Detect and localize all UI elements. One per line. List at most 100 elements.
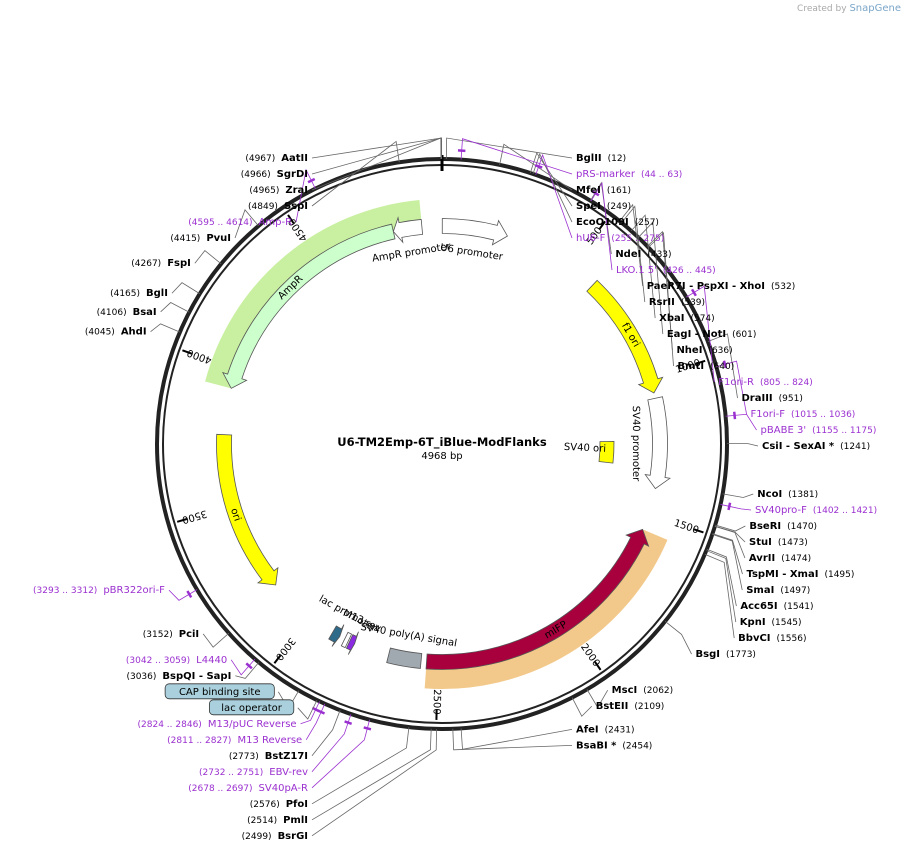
feature-sv40-promoter[interactable]	[644, 396, 671, 490]
primer-label-prs-marker[interactable]: pRS-marker(44 .. 63)	[576, 169, 682, 180]
label-position: (3042 .. 3059)	[126, 656, 190, 666]
primer-label-ebv-rev[interactable]: (2732 .. 2751)EBV-rev	[199, 767, 308, 778]
leader-line-ahdi	[150, 323, 181, 333]
site-label-bsabi[interactable]: BsaBI *(2454)	[576, 740, 652, 751]
site-label-zrai[interactable]: (4965)ZraI	[249, 185, 308, 196]
leader-line-spei	[529, 152, 573, 207]
primer-label-m13-puc-reverse[interactable]: (2824 .. 2846)M13/pUC Reverse	[138, 719, 297, 730]
site-label-mfei[interactable]: MfeI(161)	[576, 185, 631, 196]
site-label-tspmi-xmai[interactable]: TspMI - XmaI (1495)	[746, 569, 854, 580]
primer-label-pbabe-3[interactable]: pBABE 3'(1155 .. 1175)	[761, 425, 877, 436]
leader-line-bmti	[648, 232, 674, 367]
label-position: (1473)	[778, 538, 808, 548]
leader-line-ecoo109i	[532, 152, 573, 223]
feature-ori[interactable]	[216, 433, 279, 586]
site-label-bspqi-sapi[interactable]: (3036)BspQI - SapI	[126, 671, 231, 682]
site-label-avrii[interactable]: AvrII(1474)	[749, 553, 811, 564]
feature-m13-rev[interactable]	[345, 631, 359, 655]
primer-label-hu6-f[interactable]: hU6-F(255 .. 275)	[576, 233, 664, 244]
leader-line-acc65i	[706, 548, 737, 607]
site-label-bmti[interactable]: BmtI(640)	[678, 361, 735, 372]
site-label-smai[interactable]: SmaI(1497)	[746, 585, 810, 596]
site-label-bsgi[interactable]: BsgI(1773)	[696, 649, 756, 660]
primer-label-lko-1-5[interactable]: LKO.1 5'(426 .. 445)	[616, 265, 716, 276]
label-position: (2678 .. 2697)	[188, 784, 252, 794]
feature-ampr[interactable]	[222, 223, 396, 389]
site-label-ahdi[interactable]: (4045)AhdI	[85, 327, 147, 338]
leader-line-f1ori-r	[686, 285, 715, 383]
feature-sv40-ori[interactable]	[598, 440, 615, 464]
leader-line-fspi	[194, 250, 222, 265]
label-position: (1545)	[772, 618, 802, 628]
site-label-pfoi[interactable]: (2576)PfoI	[250, 799, 308, 810]
feature-lac-operator[interactable]	[340, 631, 353, 649]
site-label-pmli[interactable]: (2514)PmlI	[247, 815, 308, 826]
primer-label-sv40pro-f[interactable]: SV40pro-F(1402 .. 1421)	[755, 505, 877, 516]
site-label-aatii[interactable]: (4967)AatII	[245, 153, 308, 164]
boxed-label-cap-binding-site[interactable]: CAP binding site	[179, 687, 261, 698]
site-label-spei[interactable]: SpeI(249)	[576, 201, 631, 212]
label-name: NcoI	[757, 489, 782, 500]
site-label-ncoi[interactable]: NcoI(1381)	[757, 489, 818, 500]
label-position: (4967)	[245, 154, 275, 164]
primer-label-f1ori-r[interactable]: F1ori-R(805 .. 824)	[718, 377, 813, 388]
site-label-draiii[interactable]: DraIII(951)	[742, 393, 803, 404]
plasmid-length: 4968 bp	[421, 451, 462, 462]
site-label-stui[interactable]: StuI(1473)	[749, 537, 808, 548]
label-name: ZraI	[285, 185, 308, 196]
site-label-kpni[interactable]: KpnI(1545)	[740, 617, 802, 628]
site-label-bglii[interactable]: BglII(12)	[576, 153, 626, 164]
primer-label-amp-r[interactable]: (4595 .. 4614)Amp-R	[188, 217, 292, 228]
site-label-sspi[interactable]: (4849)SspI	[248, 201, 308, 212]
site-label-pcii[interactable]: (3152)PciI	[143, 629, 199, 640]
site-label-rsrii[interactable]: RsrII(539)	[649, 297, 705, 308]
label-name: TspMI - XmaI	[746, 569, 818, 580]
highlight-band-1	[424, 529, 668, 689]
leader-line-amp-r	[295, 168, 316, 223]
site-label-bseri[interactable]: BseRI(1470)	[749, 521, 817, 532]
label-position: (2576)	[250, 800, 280, 810]
primer-mark-f1ori-r	[690, 288, 697, 297]
feature-lac-promoter[interactable]	[328, 624, 345, 647]
primer-label-sv40pa-r[interactable]: (2678 .. 2697)SV40pA-R	[188, 783, 308, 794]
site-label-afei[interactable]: AfeI(2431)	[576, 724, 635, 735]
site-label-xbai[interactable]: XbaI(574)	[659, 313, 715, 324]
site-label-bsteii[interactable]: BstEII(2109)	[596, 701, 665, 712]
site-label-nhei[interactable]: NheI(636)	[676, 345, 732, 356]
site-label-bstz17i[interactable]: (2773)BstZ17I	[229, 751, 308, 762]
site-label-bgli[interactable]: (4165)BglI	[110, 288, 168, 299]
tick-500	[598, 220, 606, 231]
tick-label-3500: 3500	[181, 507, 209, 525]
tick-2000	[594, 661, 602, 671]
leader-line-zrai	[311, 137, 442, 191]
primer-label-f1ori-f[interactable]: F1ori-F(1015 .. 1036)	[751, 409, 856, 420]
site-label-ecoo109i[interactable]: EcoO109I(257)	[576, 217, 659, 228]
site-label-fspi[interactable]: (4267)FspI	[131, 258, 191, 269]
site-label-bsrgi[interactable]: (2499)BsrGI	[242, 831, 308, 842]
feature-label-ampr-promoter: AmpR promoter	[371, 241, 452, 265]
leader-line-ncoi	[722, 493, 754, 498]
primer-mark-l4440	[245, 662, 253, 670]
leader-line-bglii	[445, 137, 573, 160]
site-label-msci[interactable]: MscI(2062)	[612, 685, 674, 696]
site-label-bbvci[interactable]: BbvCI(1556)	[738, 633, 806, 644]
site-label-bsai[interactable]: (4106)BsaI	[97, 307, 157, 318]
feature-sv40-poly-a-signal[interactable]	[386, 647, 423, 669]
boxed-label-lac-operator[interactable]: lac operator	[221, 703, 282, 714]
site-label-paer7i-pspxi-xhoi[interactable]: PaeR7I - PspXI - XhoI(532)	[647, 281, 796, 292]
feature-ampr-promoter[interactable]	[392, 216, 424, 244]
site-label-sgrdi[interactable]: (4966)SgrDI	[241, 169, 308, 180]
site-label-pvui[interactable]: (4415)PvuI	[170, 233, 231, 244]
primer-label-l4440[interactable]: (3042 .. 3059)L4440	[126, 655, 227, 666]
site-label-acc65i[interactable]: Acc65I(1541)	[740, 601, 813, 612]
site-label-ndei[interactable]: NdeI(433)	[615, 249, 671, 260]
label-position: (1495)	[824, 570, 854, 580]
primer-label-m13-reverse[interactable]: (2811 .. 2827)M13 Reverse	[167, 735, 302, 746]
feature-u6-promoter[interactable]	[441, 218, 508, 246]
feature-mifp[interactable]	[425, 528, 650, 670]
site-label-csii-sexai[interactable]: CsiI - SexAI *(1241)	[762, 441, 870, 452]
label-name: PvuI	[206, 233, 231, 244]
feature-f1-ori[interactable]	[586, 279, 664, 394]
primer-label-pbr322ori-f[interactable]: (3293 .. 3312)pBR322ori-F	[33, 585, 165, 596]
site-label-eagi-noti[interactable]: EagI - NotI(601)	[667, 329, 757, 340]
